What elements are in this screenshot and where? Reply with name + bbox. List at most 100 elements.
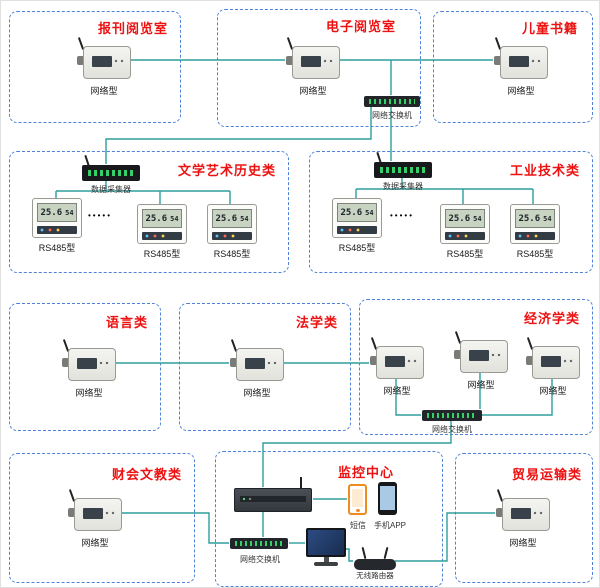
antenna-icon	[361, 546, 367, 560]
router-body	[354, 559, 396, 570]
device-type-label: 网络型	[299, 86, 327, 96]
network-switch	[364, 96, 420, 107]
network-sensor	[230, 339, 284, 382]
zone-label-electronic: 电子阅览室	[325, 19, 396, 34]
device-type-label: 手机APP	[373, 521, 406, 530]
zone-economics: 经济学类 网络型 网络型 网络型 网络交换机	[359, 299, 593, 435]
lcd-temperature: 25.6	[40, 207, 63, 218]
device-front-panel	[240, 496, 306, 502]
control-bar	[515, 232, 555, 240]
ellipsis-dots: •••••	[88, 211, 113, 220]
zone-finance: 财会文教类 网络型	[9, 453, 195, 583]
device-type-label: 网络交换机	[372, 111, 412, 120]
network-sensor	[494, 37, 548, 80]
mobile-app-phone-icon	[378, 482, 397, 515]
monitor-stand	[323, 557, 329, 562]
device-type-label: 网络交换机	[240, 555, 280, 564]
zone-language: 语言类 网络型	[9, 303, 161, 431]
sensor-body	[74, 498, 122, 531]
network-sensor	[526, 337, 580, 380]
antenna-icon	[383, 546, 389, 560]
device-type-label: RS485型	[143, 249, 181, 259]
lcd-humidity: 54	[365, 208, 374, 217]
zone-label-literature: 文学艺术历史类	[177, 163, 276, 178]
connector	[286, 56, 293, 65]
device-type-label: RS485型	[338, 243, 376, 253]
device-type-label: 网络型	[467, 380, 495, 390]
zone-label-children: 儿童书籍	[521, 21, 578, 36]
device-type-label: 网络型	[383, 386, 411, 396]
connector	[230, 358, 237, 367]
connector	[496, 508, 503, 517]
network-sensor	[62, 339, 116, 382]
connector	[77, 56, 84, 65]
device-type-label: RS485型	[213, 249, 251, 259]
device-type-label: 网络型	[75, 388, 103, 398]
sensor-body	[376, 346, 424, 379]
device-type-label: 网络型	[539, 386, 567, 396]
network-sensor	[286, 37, 340, 80]
control-bar	[212, 232, 252, 240]
zone-label-industrial: 工业技术类	[509, 163, 580, 178]
antenna-icon	[300, 477, 302, 489]
network-sensor	[370, 337, 424, 380]
control-bar	[142, 232, 182, 240]
network-switch	[230, 538, 288, 549]
device-type-label: 网络交换机	[432, 425, 472, 434]
lcd-temperature: 25.6	[215, 213, 238, 224]
device-type-label: 数据采集器	[91, 185, 131, 194]
zone-label-newspaper: 报刊阅览室	[97, 21, 168, 36]
monitor-screen	[306, 528, 346, 557]
data-collector	[82, 154, 140, 181]
zone-label-economics: 经济学类	[523, 311, 580, 326]
monitoring-computer	[306, 528, 346, 566]
sensor-body	[502, 498, 550, 531]
lcd-temperature: 25.6	[340, 207, 363, 218]
device-type-label: 网络型	[243, 388, 271, 398]
device-type-label: 网络型	[90, 86, 118, 96]
sensor-body	[236, 348, 284, 381]
zone-electronic: 电子阅览室 网络型 网络交换机	[217, 9, 421, 127]
zone-newspaper: 报刊阅览室 网络型	[9, 11, 181, 123]
device-type-label: 网络型	[509, 538, 537, 548]
sms-phone-icon	[348, 484, 367, 515]
monitor-base	[314, 562, 338, 566]
lcd-temperature: 25.6	[145, 213, 168, 224]
wireless-router	[354, 546, 396, 570]
sensor-body	[292, 46, 340, 79]
data-collector	[374, 151, 432, 178]
zone-label-trade: 贸易运输类	[511, 467, 582, 482]
network-sensor	[68, 489, 122, 532]
lcd-humidity: 54	[170, 214, 179, 223]
nvr-recorder	[234, 477, 312, 512]
device-type-label: 短信	[350, 521, 366, 530]
device-type-label: 网络型	[507, 86, 535, 96]
lcd-humidity: 54	[240, 214, 249, 223]
sensor-body	[68, 348, 116, 381]
zone-label-monitor-center: 监控中心	[337, 465, 394, 480]
zone-label-language: 语言类	[105, 315, 148, 330]
connector	[526, 356, 533, 365]
sensor-body	[460, 340, 508, 373]
connector	[68, 508, 75, 517]
sensor-body	[500, 46, 548, 79]
control-bar	[37, 226, 77, 234]
network-switch	[422, 410, 482, 421]
lcd-temperature: 25.6	[518, 213, 541, 224]
device-type-label: RS485型	[516, 249, 554, 259]
zone-trade: 贸易运输类 网络型	[455, 453, 593, 583]
zone-law: 法学类 网络型	[179, 303, 351, 431]
connector	[494, 56, 501, 65]
control-bar	[337, 226, 377, 234]
network-sensor	[77, 37, 131, 80]
device-type-label: 数据采集器	[383, 182, 423, 191]
zone-monitor-center: 监控中心 短信 手机APP 网络交换机 无线路由器	[215, 451, 443, 587]
